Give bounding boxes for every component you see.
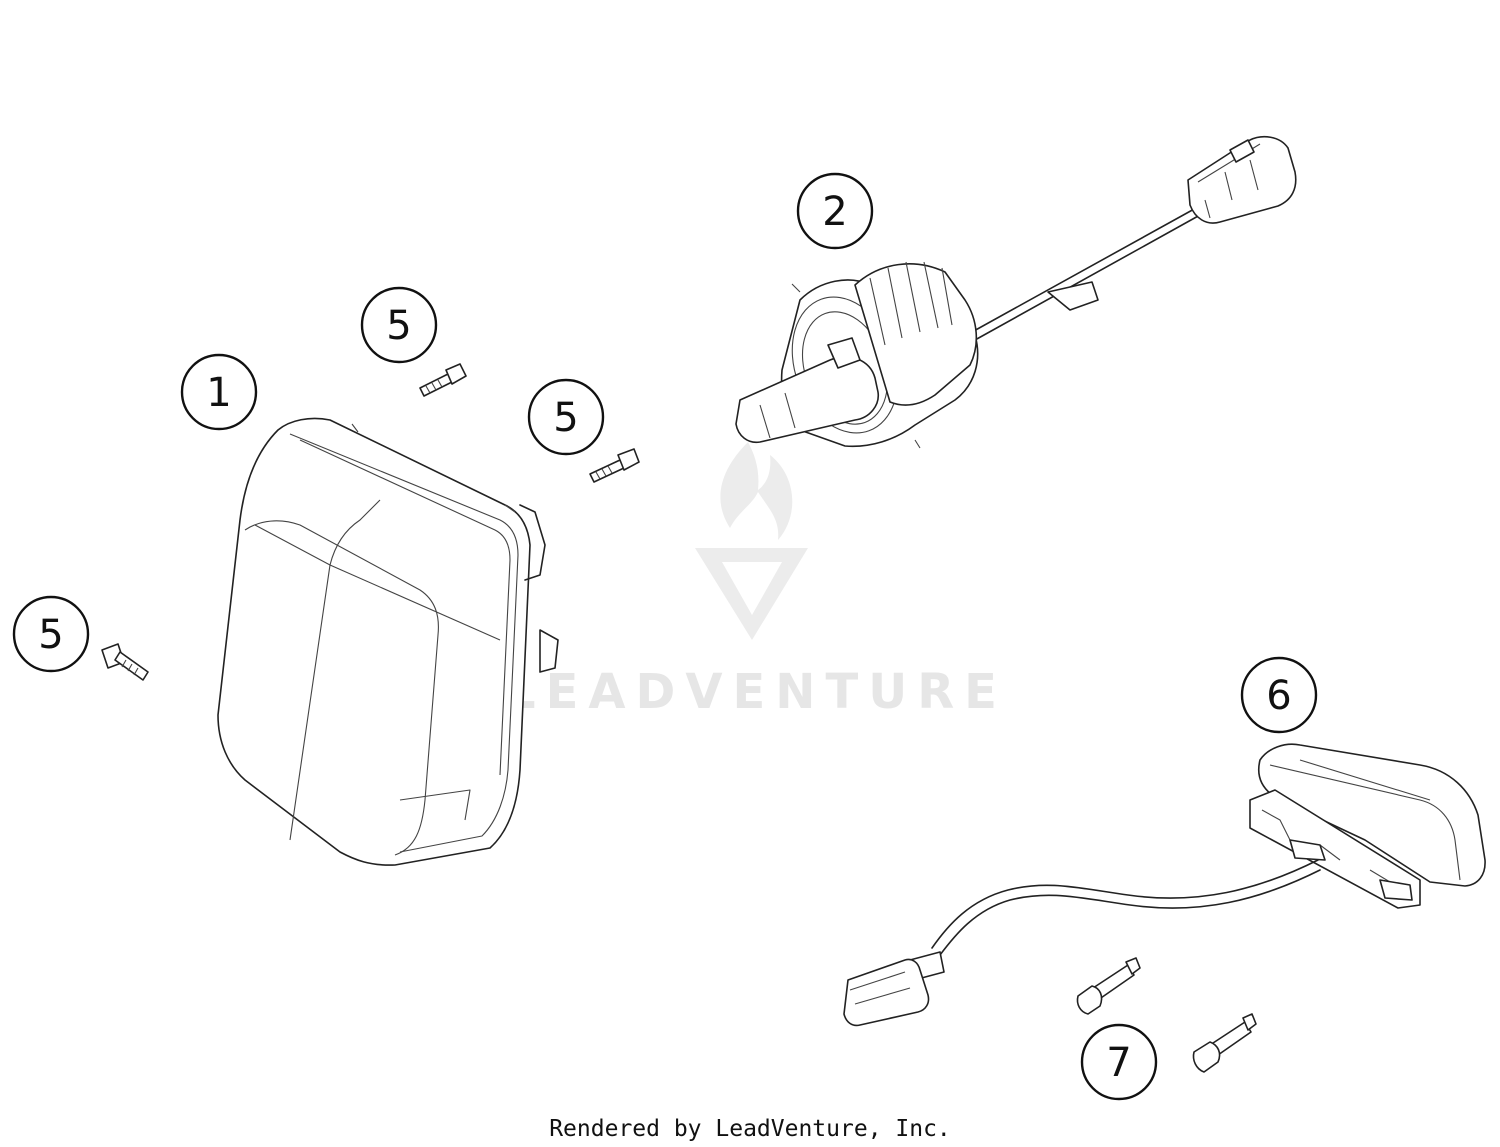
callout-5b-label: 5 <box>553 395 578 441</box>
callout-2[interactable]: 2 <box>796 172 874 250</box>
bolt-part-5c[interactable] <box>101 643 149 681</box>
callout-5c[interactable]: 5 <box>12 595 90 673</box>
callout-2-label: 2 <box>822 189 847 235</box>
footer-credit: Rendered by LeadVenture, Inc. <box>549 1116 951 1142</box>
bolt-part-5b[interactable] <box>589 448 640 483</box>
callout-5b[interactable]: 5 <box>527 378 605 456</box>
callout-7-label: 7 <box>1106 1040 1131 1086</box>
callout-6[interactable]: 6 <box>1240 656 1318 734</box>
bolt-part-5a[interactable] <box>419 363 467 397</box>
license-plate-light-part[interactable] <box>843 743 1486 1027</box>
watermark-text: LEADVENTURE <box>505 664 1007 720</box>
callout-1[interactable]: 1 <box>180 353 258 431</box>
flame-logo-icon <box>695 442 808 640</box>
headlight-part[interactable] <box>217 417 559 866</box>
screw-part-7b[interactable] <box>1192 1013 1257 1073</box>
callout-7[interactable]: 7 <box>1080 1023 1158 1101</box>
callout-5a[interactable]: 5 <box>360 286 438 364</box>
callout-6-label: 6 <box>1266 673 1291 719</box>
callout-1-label: 1 <box>206 370 231 416</box>
leadventure-watermark: LEADVENTURE <box>505 442 1007 720</box>
callout-5a-label: 5 <box>386 303 411 349</box>
screw-part-7a[interactable] <box>1076 957 1141 1015</box>
bulb-socket-part[interactable] <box>735 135 1297 449</box>
callout-5c-label: 5 <box>38 612 63 658</box>
